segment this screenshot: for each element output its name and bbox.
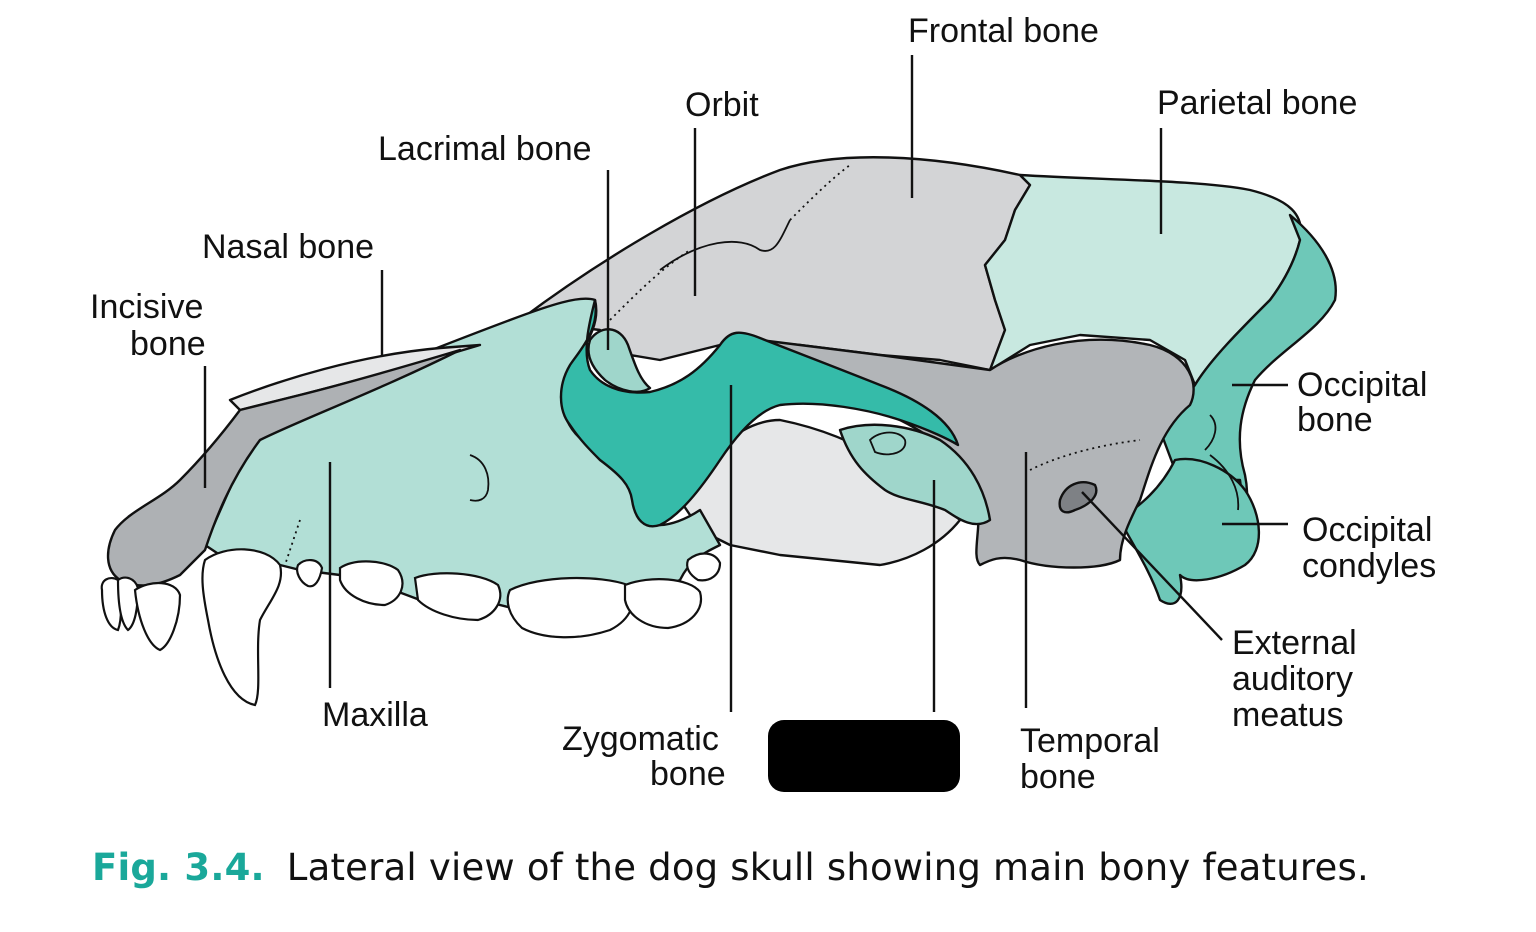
redaction-box [768, 720, 960, 792]
zygo-oval [868, 431, 907, 456]
label-maxilla: Maxilla [322, 696, 428, 734]
incisor-3 [133, 582, 182, 652]
caption-text: Lateral view of the dog skull showing ma… [286, 846, 1369, 889]
lacrimal-bone [587, 328, 652, 393]
label-zygomatic-line1: Zygomatic [562, 720, 719, 758]
maxilla-dotted-line [284, 519, 301, 566]
canine [201, 548, 283, 707]
leader-lines [203, 55, 1288, 712]
zygomatic-bone [559, 298, 960, 528]
label-auditory-line2: auditory [1232, 660, 1353, 698]
label-temporal-line2: bone [1020, 758, 1096, 796]
label-condyles-line1: Occipital [1302, 511, 1432, 549]
label-lacrimal-bone: Lacrimal bone [378, 130, 592, 168]
label-auditory-line1: External [1232, 624, 1357, 662]
label-parietal-bone: Parietal bone [1157, 84, 1357, 122]
orbital-dotted-line [609, 249, 691, 321]
incisor-2 [116, 576, 140, 632]
label-frontal-bone: Frontal bone [908, 12, 1099, 50]
label-temporal-line1: Temporal [1020, 722, 1160, 760]
labels: Frontal bone Parietal bone Orbit Lacrima… [90, 12, 1436, 796]
label-incisive-line2: bone [130, 325, 206, 363]
figure-number: Fig. 3.4. [92, 846, 265, 889]
label-orbit: Orbit [685, 86, 759, 124]
premolar-2 [338, 560, 404, 607]
premolar-3 [413, 572, 502, 622]
carnassial [506, 576, 635, 639]
auditory-meatus-shape [1058, 481, 1098, 514]
label-zygomatic-line2: bone [650, 755, 726, 793]
maxilla-foramen [469, 454, 490, 502]
orbital-rim [659, 219, 791, 271]
condyle-detail [1209, 454, 1240, 511]
zygomatic-process [838, 423, 992, 526]
occipital-suture [1204, 414, 1217, 451]
teeth [100, 548, 722, 707]
temporal-dotted-line [1029, 439, 1141, 471]
molar-2 [686, 552, 722, 582]
occipital-bone [1158, 213, 1337, 504]
label-occipital-line1: Occipital [1297, 366, 1427, 404]
label-occipital-line2: bone [1297, 401, 1373, 439]
frontal-dotted-line [789, 164, 851, 221]
incisive-bone [106, 348, 462, 587]
premolar-1 [296, 559, 324, 588]
molar-1 [623, 578, 703, 630]
label-incisive-line1: Incisive [90, 288, 203, 326]
figure-caption: Fig. 3.4. Lateral view of the dog skull s… [92, 846, 1369, 889]
label-nasal-bone: Nasal bone [202, 228, 374, 266]
label-condyles-line2: condyles [1302, 547, 1436, 585]
leader-auditory [1081, 491, 1223, 641]
label-auditory-line3: meatus [1232, 696, 1344, 734]
